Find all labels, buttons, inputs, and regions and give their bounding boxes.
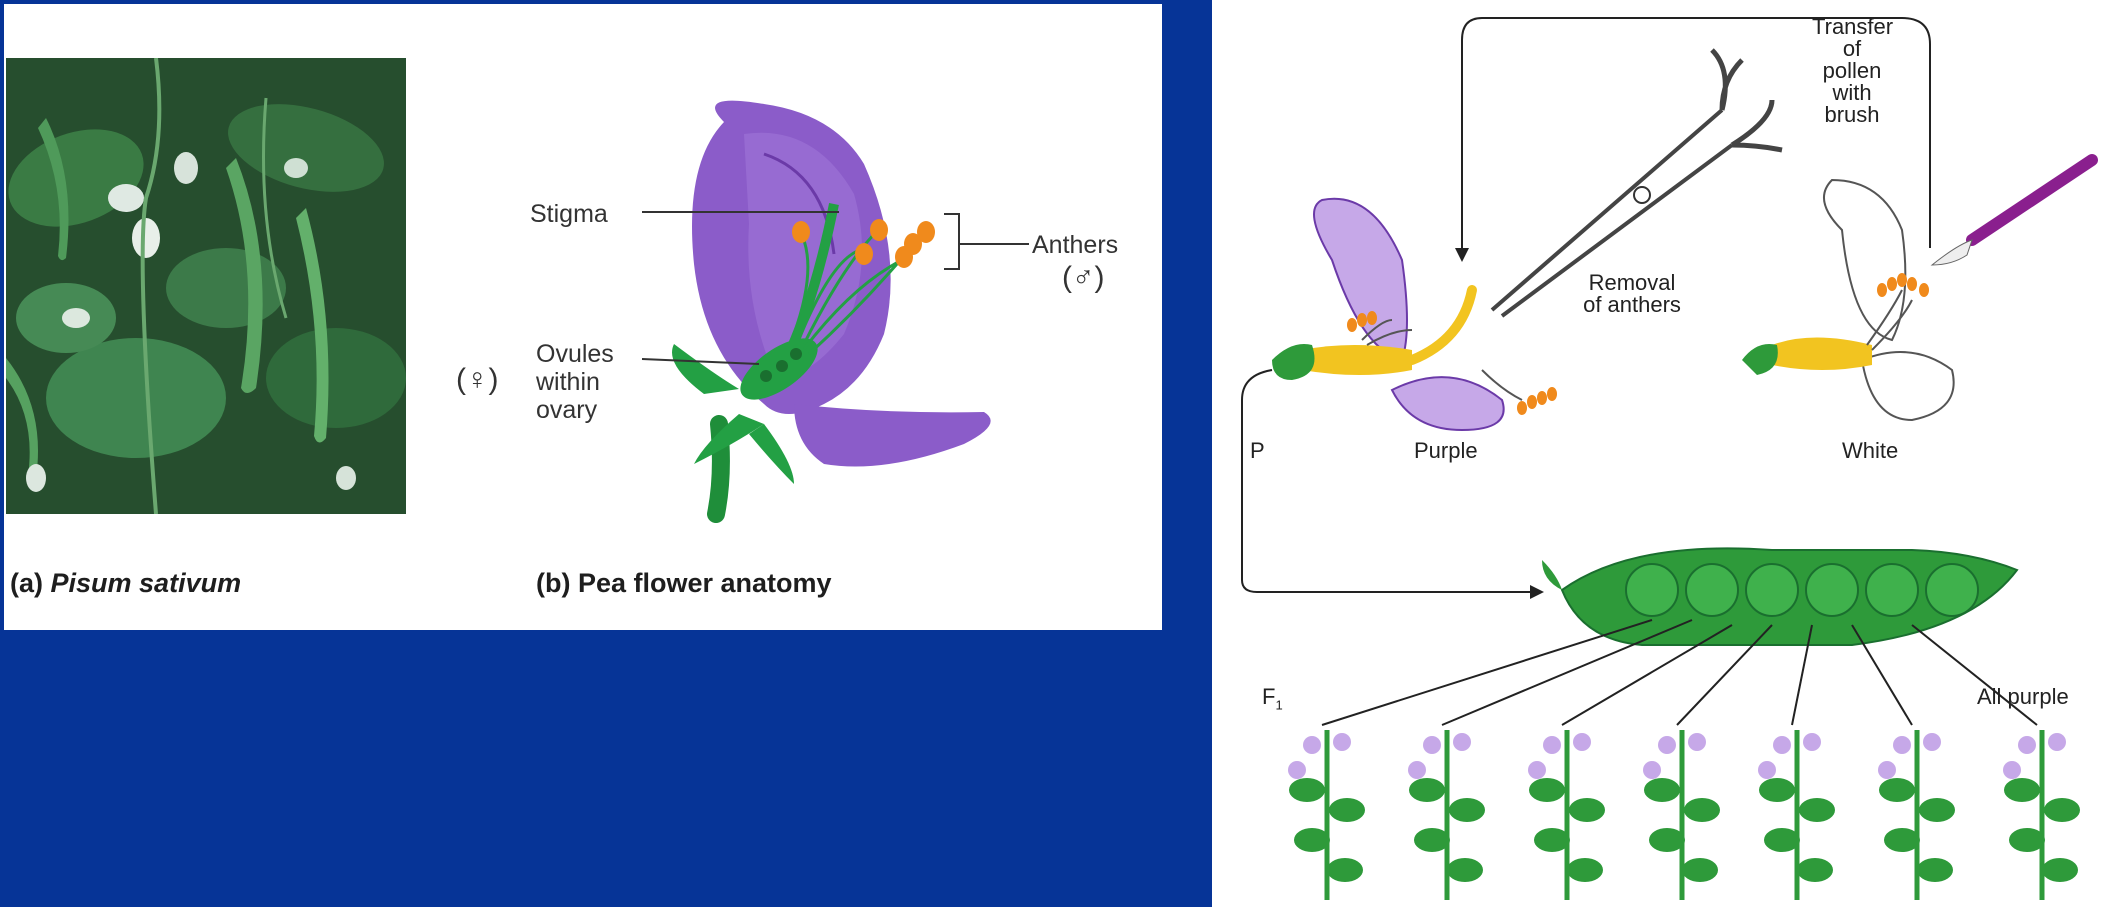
transfer-pollen-label: Transfer of pollen with brush [1812, 16, 1892, 126]
caption-b: (b) Pea flower anatomy [536, 568, 832, 599]
p-generation-label: P [1250, 440, 1265, 462]
caption-a-prefix: (a) [10, 568, 43, 598]
removal-of-anthers-label: Removal of anthers [1572, 272, 1692, 316]
caption-a-species: Pisum sativum [51, 568, 242, 598]
caption-a: (a) Pisum sativum [10, 568, 241, 599]
male-symbol: (♂) [1062, 264, 1104, 292]
transfer-line1: Transfer [1812, 16, 1892, 38]
anthers-label: Anthers [1032, 231, 1118, 259]
transfer-line3: pollen [1812, 60, 1892, 82]
f1-plants [1288, 730, 2080, 900]
female-symbol: (♀) [456, 366, 498, 394]
removal-line2: of anthers [1572, 294, 1692, 316]
f1-generation-label: F1 [1262, 686, 1283, 716]
ovules-label-line1: Ovules [536, 340, 614, 368]
arrow-head [1455, 248, 1469, 262]
removal-line1: Removal [1572, 272, 1692, 294]
white-parent-label: White [1842, 440, 1898, 462]
cross-pollination-illustration [1212, 0, 2109, 907]
pea-flower-anatomy-illustration [4, 4, 1162, 630]
ovules-label-line2: within [536, 368, 600, 396]
ovules-label-line3: ovary [536, 396, 597, 424]
left-figure-panel: Stigma Anthers (♂) (♀) Ovules within ova… [4, 4, 1162, 630]
all-purple-label: All purple [1977, 686, 2069, 708]
purple-parent-label: Purple [1414, 440, 1478, 462]
f1-subscript: 1 [1275, 697, 1282, 712]
transfer-line4: with [1812, 82, 1892, 104]
right-figure-panel: Transfer of pollen with brush Removal of… [1212, 0, 2109, 907]
stigma-label: Stigma [530, 200, 608, 228]
transfer-line5: brush [1812, 104, 1892, 126]
transfer-line2: of [1812, 38, 1892, 60]
f1-letter: F [1262, 684, 1275, 709]
